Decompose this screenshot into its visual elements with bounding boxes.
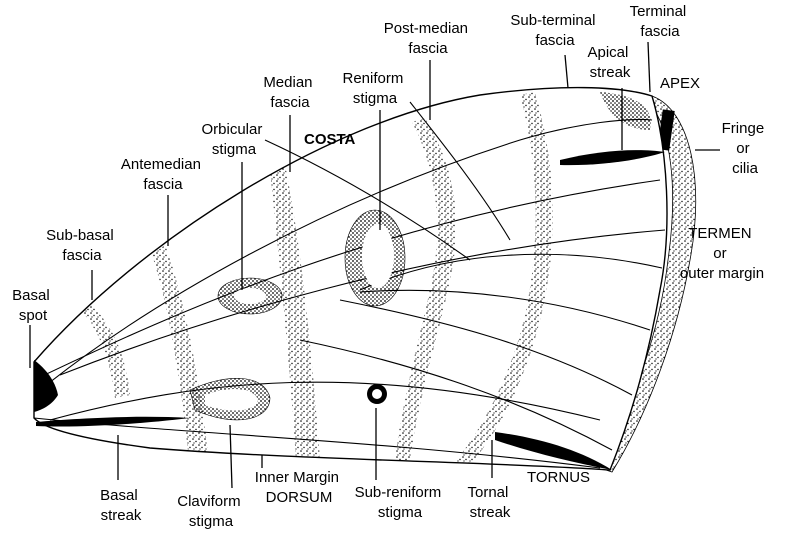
label-sub-basal-fascia: Sub-basal fascia	[46, 227, 118, 264]
label-tornal-streak: Tornal streak	[467, 484, 512, 521]
apical-streak-shape	[560, 150, 665, 166]
tornal-streak-shape	[495, 432, 612, 470]
wing-veins	[33, 101, 666, 469]
median-fascia	[270, 165, 320, 460]
label-post-median-fascia: Post-median fascia	[384, 20, 472, 57]
label-sub-reniform-stigma: Sub-reniform stigma	[355, 484, 446, 521]
label-terminal-fascia: Terminal fascia	[630, 3, 691, 40]
label-basal-spot: Basal spot	[12, 287, 54, 324]
label-claviform-stigma: Claviform stigma	[177, 493, 245, 530]
label-inner-margin-dorsum: Inner Margin DORSUM	[255, 469, 343, 506]
label-termen: TERMEN or outer margin	[680, 225, 764, 282]
label-reniform-stigma: Reniform stigma	[342, 70, 407, 107]
sub-reniform-stigma	[367, 384, 387, 404]
label-tornus: TORNUS	[527, 469, 590, 486]
label-orbicular-stigma: Orbicular stigma	[201, 121, 266, 158]
sub-terminal-fascia	[455, 92, 553, 465]
reniform-stigma	[344, 209, 406, 307]
apical-patch	[600, 92, 651, 130]
sub-basal-fascia	[80, 300, 130, 398]
label-costa: COSTA	[304, 131, 356, 148]
label-antemedian-fascia: Antemedian fascia	[121, 156, 205, 193]
label-median-fascia: Median fascia	[263, 74, 316, 111]
label-apex: APEX	[660, 75, 700, 92]
claviform-stigma	[189, 378, 271, 421]
label-sub-terminal-fascia: Sub-terminal fascia	[510, 12, 599, 49]
orbicular-stigma	[217, 277, 283, 315]
label-apical-streak: Apical streak	[587, 44, 632, 81]
labels: Terminal fascia Sub-terminal fascia Post…	[12, 3, 769, 530]
post-median-fascia	[395, 118, 456, 460]
basal-spot	[34, 360, 58, 412]
leader-lines	[29, 41, 720, 489]
label-fringe-cilia: Fringe or cilia	[722, 120, 769, 177]
basal-streak	[36, 416, 190, 427]
label-basal-streak: Basal streak	[100, 487, 142, 524]
